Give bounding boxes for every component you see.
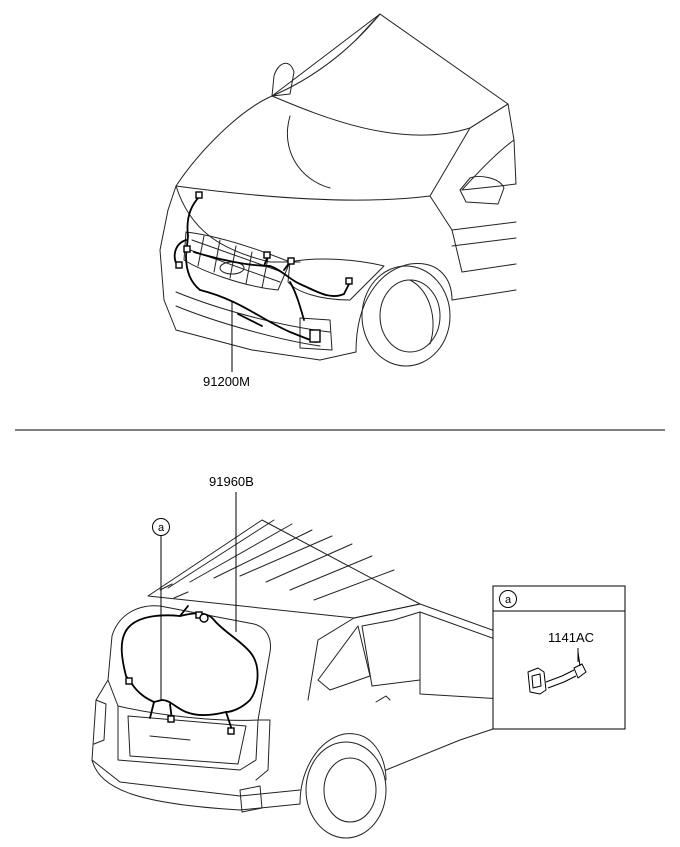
rear-vehicle-illustration	[91, 519, 523, 839]
front-harness-connectors	[175, 191, 353, 343]
rear-harness-connectors	[125, 611, 235, 735]
callout-circle-a	[152, 518, 170, 536]
callout-text-a: a	[158, 522, 165, 534]
detail-box: a	[492, 585, 626, 730]
detail-marker-circle	[499, 590, 517, 608]
bracket-bolt-drawing	[527, 651, 587, 695]
part-label-1141AC: 1141AC	[548, 630, 595, 645]
detail-marker-text: a	[505, 594, 512, 606]
part-label-91200M: 91200M	[203, 374, 250, 389]
part-label-91960B: 91960B	[209, 474, 254, 489]
front-vehicle-illustration	[159, 13, 517, 367]
